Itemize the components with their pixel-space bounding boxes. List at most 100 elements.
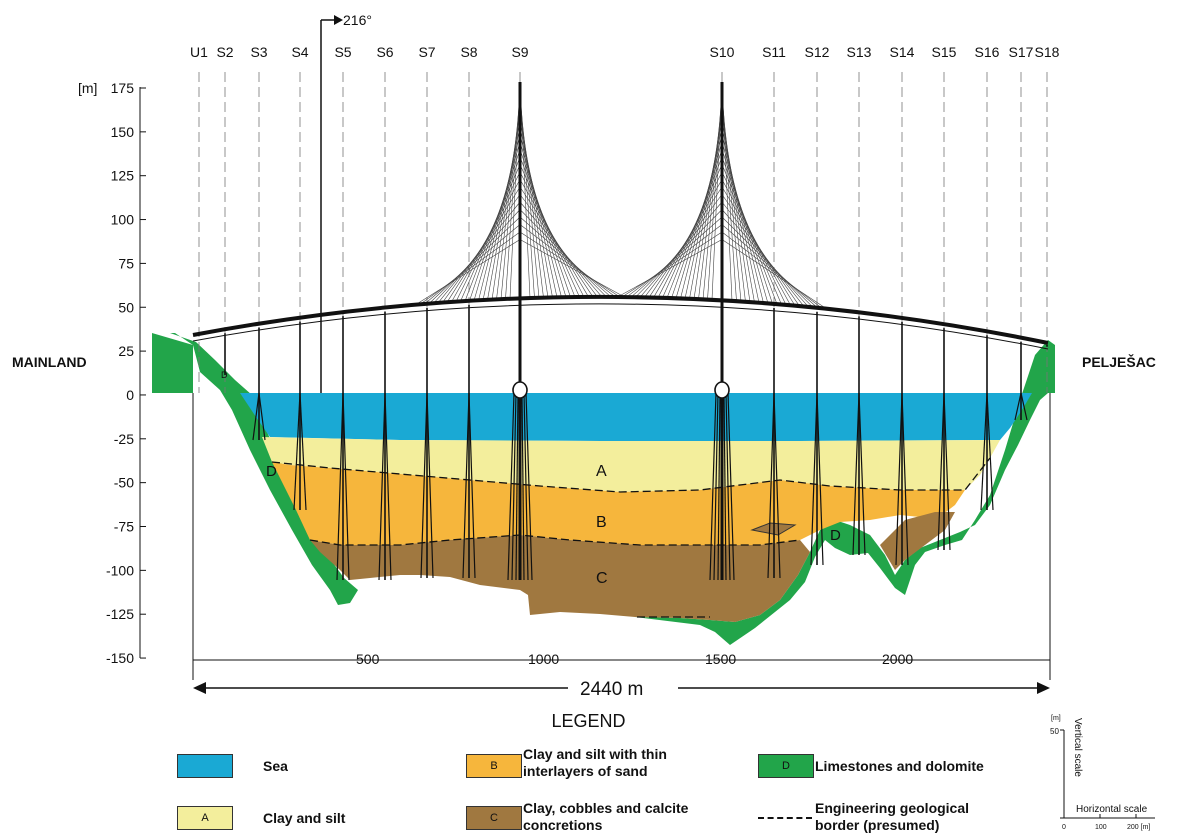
stay-cable bbox=[721, 149, 773, 304]
hscale-tick-200: 200 [m] bbox=[1127, 824, 1150, 831]
stay-cable bbox=[621, 231, 723, 298]
geology-layers bbox=[152, 333, 1055, 645]
mainland-label: MAINLAND bbox=[12, 354, 87, 370]
y-tick-label: 75 bbox=[118, 255, 134, 271]
pile bbox=[1020, 392, 1028, 421]
layer-d-small-label: D bbox=[221, 370, 228, 380]
vscale-label: Vertical scale bbox=[1072, 718, 1083, 777]
stay-cable bbox=[519, 194, 598, 298]
support-label: S4 bbox=[291, 44, 308, 60]
stay-cable bbox=[693, 111, 723, 299]
y-tick-label: 25 bbox=[118, 343, 134, 359]
limestone-left bbox=[152, 333, 358, 605]
hscale-tick-0: 0 bbox=[1062, 824, 1066, 831]
legend-label-a: Clay and silt bbox=[263, 810, 346, 826]
stay-cable bbox=[684, 126, 723, 299]
vscale-unit: [m] bbox=[1051, 715, 1061, 722]
pile bbox=[767, 392, 775, 579]
support-label: S2 bbox=[216, 44, 233, 60]
support-label: U1 bbox=[190, 44, 208, 60]
pile bbox=[468, 392, 476, 579]
stay-cable bbox=[721, 111, 751, 303]
legend-label-b: Clay and silt with thin interlayers of s… bbox=[523, 746, 667, 779]
stay-cable bbox=[442, 194, 521, 303]
support-label: S17 bbox=[1009, 44, 1034, 60]
layer-c-label: C bbox=[596, 570, 608, 587]
pile bbox=[725, 392, 731, 581]
stay-cable bbox=[519, 224, 616, 298]
support-label: S3 bbox=[250, 44, 267, 60]
support-label: S16 bbox=[975, 44, 1000, 60]
pile bbox=[895, 392, 903, 566]
span-dimension bbox=[193, 682, 1050, 694]
stay-cable bbox=[680, 134, 723, 299]
layer-c-pocket bbox=[880, 512, 955, 570]
pile bbox=[901, 392, 909, 566]
legend-swatch-b: B bbox=[466, 754, 522, 778]
stay-cable bbox=[519, 134, 562, 298]
legend-label-d: Limestones and dolomite bbox=[815, 758, 984, 774]
support-label: S10 bbox=[710, 44, 735, 60]
legend-label-sea: Sea bbox=[263, 758, 288, 774]
stay-cable bbox=[446, 186, 521, 303]
stay-cable bbox=[675, 141, 723, 299]
pile bbox=[937, 392, 945, 551]
support-label: S15 bbox=[932, 44, 957, 60]
pile bbox=[980, 392, 988, 511]
pile bbox=[462, 392, 470, 579]
legend-swatch-d: D bbox=[758, 754, 814, 778]
bearing-arrow: 216° bbox=[320, 12, 372, 393]
x-tick-500: 500 bbox=[356, 651, 380, 667]
bridge-deck bbox=[192, 294, 1049, 350]
pile bbox=[709, 392, 717, 581]
pile bbox=[858, 392, 866, 556]
stay-cable bbox=[671, 149, 723, 299]
y-tick-label: 100 bbox=[111, 212, 135, 228]
stay-cable bbox=[617, 239, 723, 298]
stay-cable bbox=[721, 231, 823, 309]
pile bbox=[852, 392, 860, 556]
stay-cable bbox=[519, 126, 558, 298]
stay-cable bbox=[424, 224, 521, 305]
stay-cable bbox=[626, 224, 723, 298]
y-tick-label: -50 bbox=[114, 475, 134, 491]
pile bbox=[525, 392, 533, 581]
stay-cable bbox=[721, 126, 760, 303]
support-label: S6 bbox=[376, 44, 393, 60]
pile bbox=[293, 392, 301, 511]
piers bbox=[224, 304, 1048, 581]
y-tick-label: -100 bbox=[106, 562, 134, 578]
support-label: S12 bbox=[805, 44, 830, 60]
layer-b-label: B bbox=[596, 514, 607, 531]
stay-cable bbox=[482, 126, 521, 301]
y-axis-unit: [m] bbox=[78, 80, 97, 96]
pile bbox=[773, 392, 781, 579]
pile bbox=[713, 392, 719, 581]
pylon-foundation bbox=[512, 381, 528, 399]
layer-c bbox=[310, 535, 810, 622]
y-tick-label: 0 bbox=[126, 387, 134, 403]
pile bbox=[515, 392, 519, 581]
pile bbox=[511, 392, 517, 581]
hscale-label: Horizontal scale bbox=[1076, 804, 1148, 815]
legend-label-border: Engineering geological border (presumed) bbox=[815, 800, 970, 833]
legend-swatch-c: C bbox=[466, 806, 522, 830]
legend-border-symbol bbox=[758, 817, 812, 819]
y-tick-label: 50 bbox=[118, 299, 134, 315]
hscale-tick-100: 100 bbox=[1095, 824, 1107, 831]
y-tick-label: 150 bbox=[111, 124, 135, 140]
support-label: S5 bbox=[334, 44, 351, 60]
pile bbox=[384, 392, 392, 581]
pile bbox=[426, 392, 434, 579]
y-tick-label: -150 bbox=[106, 650, 134, 666]
legend-label-c: Clay, cobbles and calcite concretions bbox=[523, 800, 689, 833]
bearing-label: 216° bbox=[343, 12, 372, 28]
support-label: S14 bbox=[890, 44, 915, 60]
y-tick-label: -125 bbox=[106, 606, 134, 622]
stay-cable bbox=[644, 194, 723, 298]
stay-cable bbox=[519, 231, 621, 298]
support-label: S13 bbox=[847, 44, 872, 60]
x-tick-1500: 1500 bbox=[705, 651, 736, 667]
